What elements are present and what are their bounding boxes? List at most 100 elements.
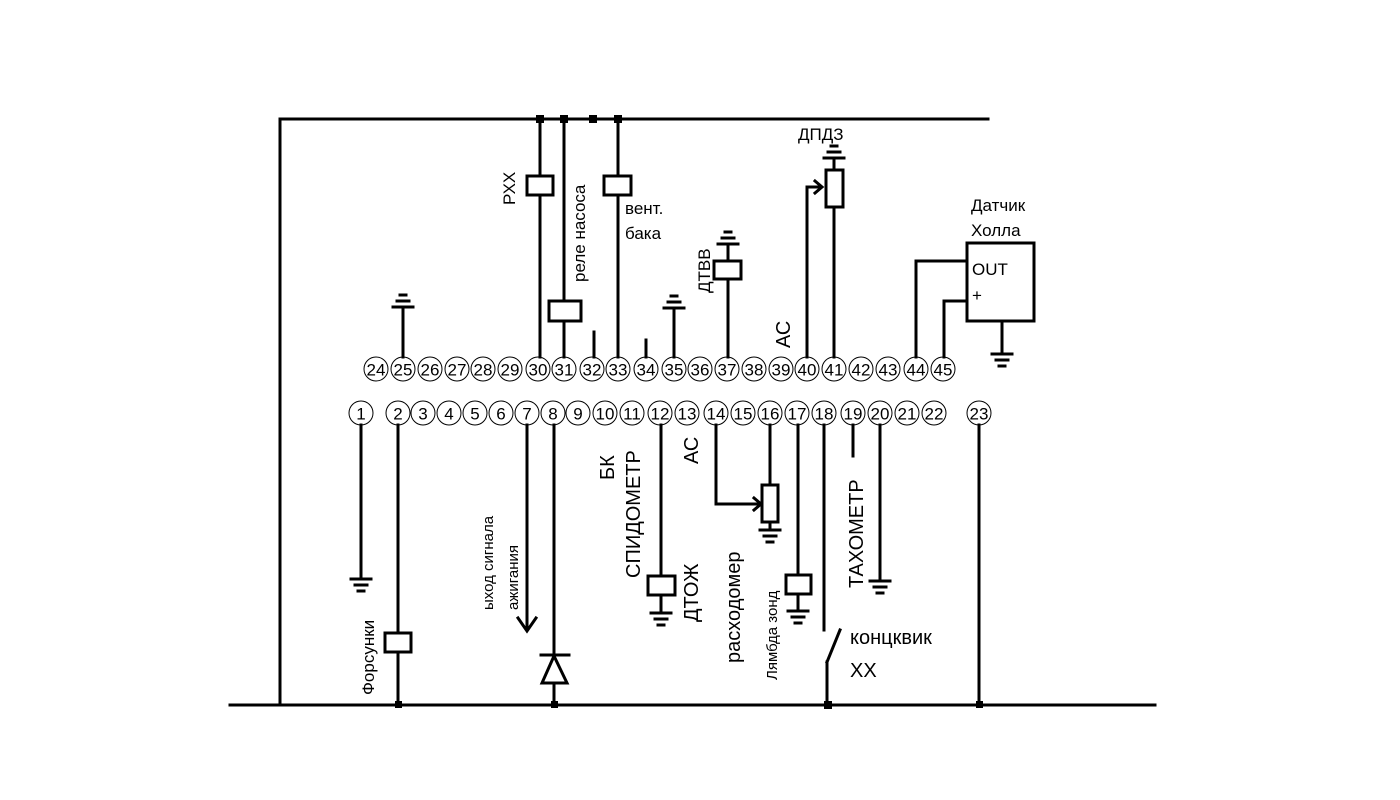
ignition-label-1: ыход сигнала xyxy=(480,515,497,610)
rxx-label: РХХ xyxy=(500,172,519,205)
pin-number: 43 xyxy=(879,361,898,380)
connector-pin: 35 xyxy=(661,356,687,382)
throttle-position-sensor: ДПДЗ xyxy=(798,125,846,359)
connector-pin: 36 xyxy=(687,356,713,382)
pin-circle xyxy=(592,400,618,426)
connector-pin: 4 xyxy=(436,400,462,426)
pin-circle xyxy=(579,356,605,382)
coolant-temp-sensor: ДТОЖ xyxy=(646,423,703,627)
pin-number: 4 xyxy=(444,405,453,424)
pin-circle xyxy=(497,356,523,382)
connector-pin: 12 xyxy=(647,400,673,426)
ground-pin-35 xyxy=(662,294,686,359)
hall-plus-label: + xyxy=(972,286,982,305)
pin-number: 39 xyxy=(772,361,791,380)
pin-circle xyxy=(768,356,794,382)
pin-circle xyxy=(730,400,756,426)
connector-pin: 39 xyxy=(768,356,794,382)
pin-number: 13 xyxy=(678,405,697,424)
pin-number: 10 xyxy=(596,405,615,424)
intake-air-temp-sensor: ДТВВ xyxy=(695,230,743,359)
idle-limit-switch: концквик ХХ xyxy=(822,423,932,707)
pin-circle xyxy=(436,400,462,426)
pin-number: 15 xyxy=(734,405,753,424)
tank-vent-valve: вент. бака xyxy=(602,117,663,359)
pin-number: 23 xyxy=(970,405,989,424)
connector-pin: 28 xyxy=(470,356,496,382)
connector-pin: 3 xyxy=(410,400,436,426)
pin-circle xyxy=(848,356,874,382)
diode xyxy=(539,423,571,707)
connector-pin: 40 xyxy=(794,356,820,382)
connector-pin: 14 xyxy=(703,400,729,426)
pin-number: 1 xyxy=(356,405,365,424)
connector-pin: 1 xyxy=(348,400,374,426)
connector-pin: 13 xyxy=(674,400,700,426)
pin-number: 29 xyxy=(501,361,520,380)
pin-number: 7 xyxy=(522,405,531,424)
pin-number: 38 xyxy=(745,361,764,380)
connector-pin: 26 xyxy=(417,356,443,382)
pin-number: 45 xyxy=(934,361,953,380)
pin-circle xyxy=(417,356,443,382)
connector-pin: 9 xyxy=(565,400,591,426)
connector-pin: 32 xyxy=(579,356,605,382)
ground-pin-20 xyxy=(868,423,892,595)
connector-pin: 33 xyxy=(605,356,631,382)
pin-number: 37 xyxy=(718,361,737,380)
tachometer-label: ТАХОМЕТР xyxy=(846,479,868,588)
hall-sensor-body xyxy=(965,241,1036,323)
pin-circle xyxy=(921,400,947,426)
idle-valve-rxx: РХХ xyxy=(500,117,555,359)
pin-number: 25 xyxy=(394,361,413,380)
connector-pin: 34 xyxy=(633,356,659,382)
pin-number: 35 xyxy=(665,361,684,380)
hall-out-label: OUT xyxy=(972,260,1008,279)
pin-number: 27 xyxy=(448,361,467,380)
connector-pin: 8 xyxy=(540,400,566,426)
connector-pin: 18 xyxy=(811,400,837,426)
pin-number: 14 xyxy=(707,405,726,424)
dpdz-resistor xyxy=(824,168,845,209)
flowmeter-resistor xyxy=(760,483,780,524)
connector-pin: 2 xyxy=(385,400,411,426)
connector-pin: 42 xyxy=(848,356,874,382)
pin-number: 34 xyxy=(637,361,656,380)
pin-circle xyxy=(363,356,389,382)
injector-coil xyxy=(383,631,413,654)
pin-circle xyxy=(875,356,901,382)
connector-pin: 29 xyxy=(497,356,523,382)
connector-pin: 37 xyxy=(714,356,740,382)
connector-pin: 15 xyxy=(730,400,756,426)
ac-bottom-label: АС xyxy=(681,437,703,464)
pin-circle xyxy=(674,400,700,426)
connector-pin: 20 xyxy=(867,400,893,426)
pin-circle xyxy=(470,356,496,382)
flowmeter-label: расходомер xyxy=(723,552,745,664)
connector-pin: 16 xyxy=(757,400,783,426)
connector-pin: 6 xyxy=(488,400,514,426)
pin-number: 22 xyxy=(925,405,944,424)
lambda-label: Лямбда зонд xyxy=(764,590,781,680)
speedometer-label: СПИДОМЕТР xyxy=(623,450,645,578)
connector-pin: 30 xyxy=(525,356,551,382)
connector-pin: 19 xyxy=(840,400,866,426)
dpdz-label: ДПДЗ xyxy=(798,125,844,144)
pin-number: 24 xyxy=(367,361,386,380)
limit-switch-label-2: ХХ xyxy=(850,660,877,682)
connector-pin: 23 xyxy=(966,400,992,426)
pin-number: 8 xyxy=(548,405,557,424)
pin-circle xyxy=(410,400,436,426)
pin-number: 9 xyxy=(573,405,582,424)
dtozh-label: ДТОЖ xyxy=(681,563,703,622)
ignition-label-2: ажигания xyxy=(505,545,522,610)
connector-pin: 5 xyxy=(462,400,488,426)
pin-number: 3 xyxy=(418,405,427,424)
pin-circle xyxy=(619,400,645,426)
diode-symbol xyxy=(539,652,570,685)
tachometer-output: ТАХОМЕТР xyxy=(846,423,868,588)
pin-number: 42 xyxy=(852,361,871,380)
connector-pin: 38 xyxy=(741,356,767,382)
